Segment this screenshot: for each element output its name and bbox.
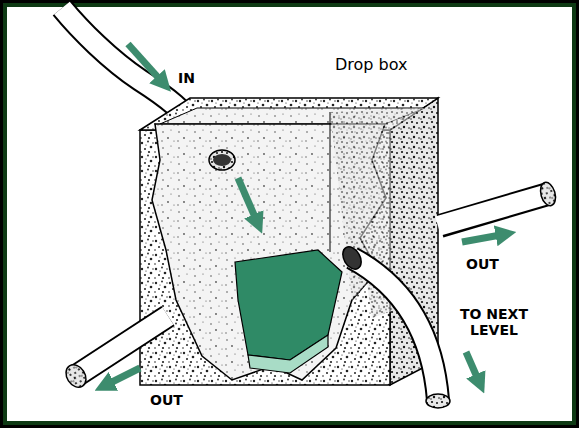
- flow-label: OUT: [150, 392, 183, 408]
- flow-label: IN: [178, 70, 195, 86]
- diagram-title: Drop box: [335, 56, 408, 74]
- flow-label: OUT: [466, 256, 499, 272]
- flow-label: TO NEXT LEVEL: [452, 306, 536, 338]
